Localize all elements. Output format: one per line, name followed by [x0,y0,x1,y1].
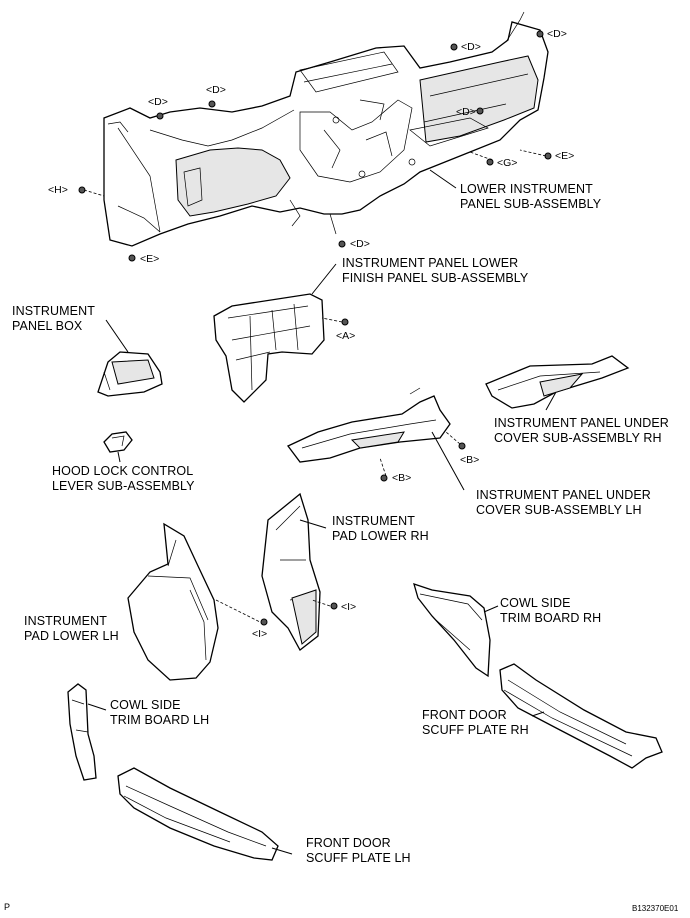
fastener-tag-g: <G> [497,157,518,169]
label-pad-lower-lh: INSTRUMENT PAD LOWER LH [24,614,119,643]
hood-lock-lever-drawing [103,431,133,463]
fastener-tag-b: <B> [392,472,412,484]
footer-left-mark: P [4,902,11,912]
cowl-side-lh-drawing [67,683,107,781]
label-pad-lower-rh: INSTRUMENT PAD LOWER RH [332,514,429,543]
label-lower-instrument-panel: LOWER INSTRUMENT PANEL SUB-ASSEMBLY [460,182,602,211]
fastener-tag-d: <D> [547,28,567,40]
instrument-panel-box-drawing [97,319,163,397]
under-cover-rh-drawing [485,355,630,411]
fastener-tag-d: <D> [456,106,476,118]
lower-instrument-panel-drawing [103,11,549,247]
under-cover-lh-drawing [286,387,466,491]
pad-lower-lh-drawing [127,522,268,681]
fastener-tag-e: <E> [555,150,575,162]
pad-lower-rh-drawing [261,492,338,651]
label-scuff-plate-lh: FRONT DOOR SCUFF PLATE LH [306,836,411,865]
label-cowl-side-lh: COWL SIDE TRIM BOARD LH [110,698,210,727]
top-fasteners [78,30,552,262]
label-under-cover-lh: INSTRUMENT PANEL UNDER COVER SUB-ASSEMBL… [476,488,651,517]
fastener-tag-d: <D> [148,96,168,108]
lower-finish-panel-drawing [213,263,349,403]
fastener-tag-d: <D> [461,41,481,53]
fastener-tag-d: <D> [206,84,226,96]
cowl-side-rh-drawing [413,582,499,678]
fastener-tag-d: <D> [350,238,370,250]
scuff-plate-lh-drawing [117,767,293,861]
scuff-plate-rh-drawing [499,663,663,769]
fastener-tag-e: <E> [140,253,160,265]
label-cowl-side-rh: COWL SIDE TRIM BOARD RH [500,596,602,625]
fastener-tag-a: <A> [336,330,356,342]
label-under-cover-rh: INSTRUMENT PANEL UNDER COVER SUB-ASSEMBL… [494,416,669,445]
fastener-tag-b: <B> [460,454,480,466]
label-scuff-plate-rh: FRONT DOOR SCUFF PLATE RH [422,708,529,737]
label-lower-finish-panel: INSTRUMENT PANEL LOWER FINISH PANEL SUB-… [342,256,529,285]
fastener-tag-i: <I> [252,628,268,640]
figure-code: B132370E01 [632,904,679,913]
label-instrument-panel-box: INSTRUMENT PANEL BOX [12,304,95,333]
label-hood-lock-lever: HOOD LOCK CONTROL LEVER SUB-ASSEMBLY [52,464,195,493]
fastener-tag-h: <H> [48,184,68,196]
fastener-tag-i: <I> [341,601,357,613]
